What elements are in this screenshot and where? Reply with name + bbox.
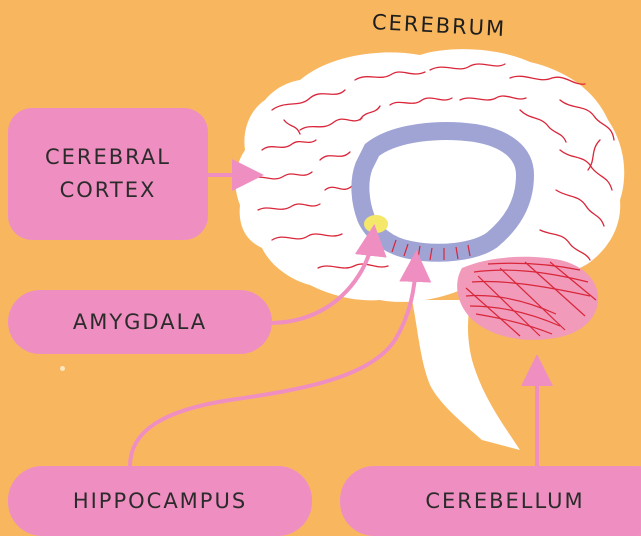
background-speck [60, 366, 65, 371]
amygdala-spot [364, 215, 388, 233]
amygdala-label: AMYGDALA [8, 290, 272, 354]
hippocampus-label: HIPPOCAMPUS [8, 466, 312, 536]
cerebellum-label: CEREBELLUM [340, 466, 641, 536]
cerebral-cortex-label: CEREBRAL CORTEX [8, 108, 208, 240]
